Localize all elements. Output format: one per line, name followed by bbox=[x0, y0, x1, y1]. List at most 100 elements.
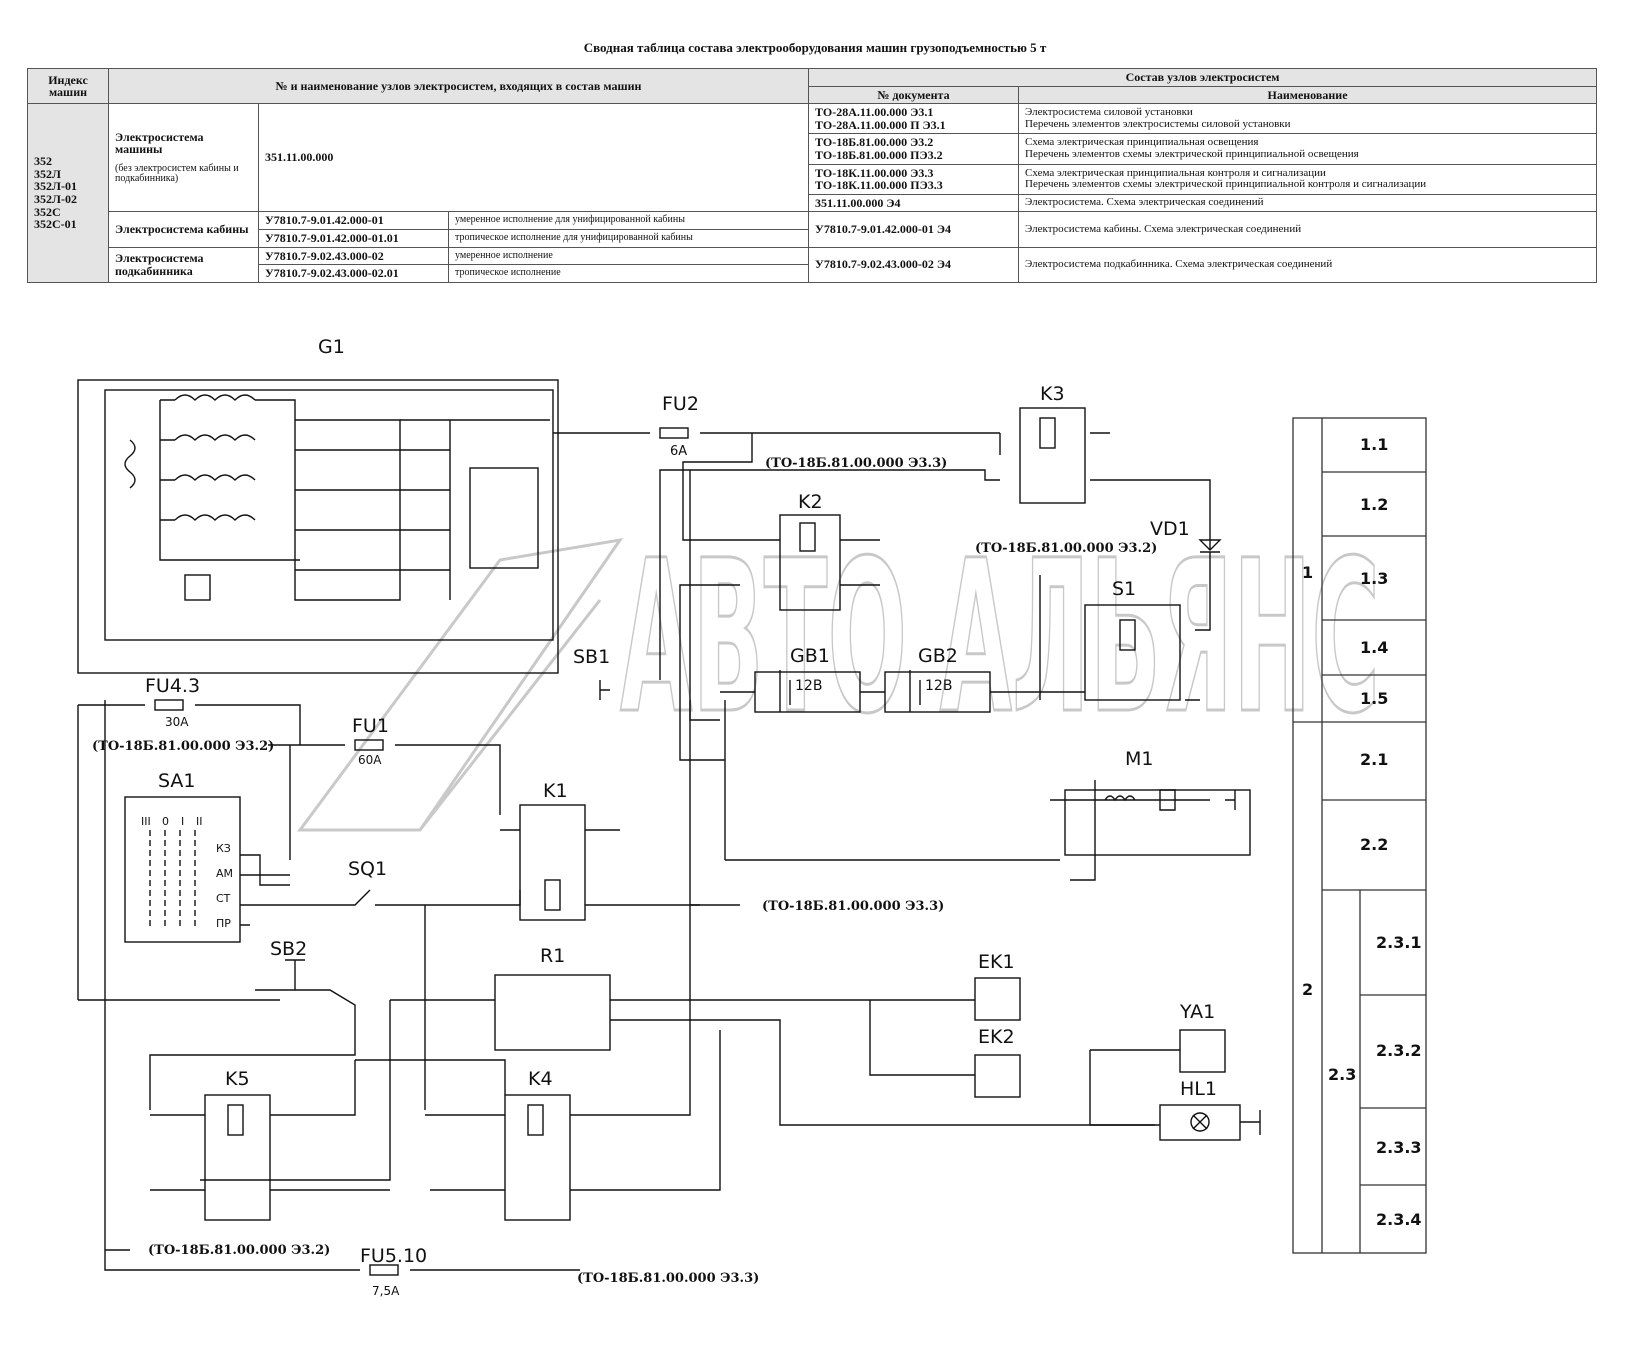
generator-frame bbox=[77, 379, 559, 674]
label-fu510: FU5.10 bbox=[360, 1245, 427, 1267]
cab-desc-1: умеренное исполнение для унифицированной… bbox=[447, 211, 810, 230]
sa1-pos-2: I bbox=[181, 815, 184, 828]
label-vd1: VD1 bbox=[1150, 518, 1190, 540]
label-sa1: SA1 bbox=[158, 770, 196, 792]
label-r1: R1 bbox=[540, 945, 565, 967]
sys-machine-note: (без электросистем кабины и подкабинника… bbox=[115, 162, 239, 185]
relay-k4-box bbox=[504, 1094, 571, 1221]
label-fu510-rating: 7,5А bbox=[372, 1284, 400, 1298]
label-s1: S1 bbox=[1112, 578, 1136, 600]
side-table bbox=[1292, 417, 1427, 1254]
label-m1: M1 bbox=[1125, 748, 1153, 770]
relay-k5-box bbox=[204, 1094, 271, 1221]
label-k2: K2 bbox=[798, 491, 823, 513]
header-index: Индекс машин bbox=[27, 67, 109, 105]
doc-2: ТО-18Б.81.00.000 Э3.2 ТО-18Б.81.00.000 П… bbox=[808, 133, 1020, 165]
heater-ek1-box bbox=[974, 977, 1021, 1021]
label-gb1-volt: 12В bbox=[795, 678, 822, 694]
under-code-2: У7810.7-9.02.43.000-02.01 bbox=[258, 264, 449, 283]
switch-sa1-box bbox=[124, 796, 241, 943]
label-ek1: EK1 bbox=[978, 951, 1015, 973]
side-row-2-3-4: 2.3.4 bbox=[1376, 1210, 1422, 1229]
doc-4: 351.11.00.000 Э4 bbox=[808, 193, 1020, 213]
sa1-contact-2: СТ bbox=[216, 892, 231, 905]
label-ek2: EK2 bbox=[978, 1026, 1015, 1048]
sa1-pos-3: II bbox=[196, 815, 203, 828]
side-row-1-3: 1.3 bbox=[1360, 569, 1388, 588]
name-2: Схема электрическая принципиальная освещ… bbox=[1018, 133, 1598, 165]
watermark: АВТО АЛЬЯНС bbox=[297, 514, 1382, 832]
label-gb2: GB2 bbox=[918, 645, 958, 667]
label-fu2: FU2 bbox=[662, 393, 699, 415]
resistor-r1-box bbox=[494, 974, 611, 1051]
label-fu2-rating: 6А bbox=[670, 444, 687, 459]
heater-ek2-box bbox=[974, 1054, 1021, 1098]
side-row-2-3-3: 2.3.3 bbox=[1376, 1138, 1422, 1157]
ref-e32-bottom: (ТО-18Б.81.00.000 Э3.2) bbox=[148, 1243, 330, 1258]
label-sb1: SB1 bbox=[573, 646, 610, 668]
label-gb2-volt: 12В bbox=[925, 678, 952, 694]
cab-code-2: У7810.7-9.01.42.000-01.01 bbox=[258, 228, 449, 248]
name-5: Электросистема кабины. Схема электрическ… bbox=[1018, 211, 1598, 248]
label-sq1: SQ1 bbox=[348, 858, 387, 880]
label-fu43-rating: 30А bbox=[165, 715, 189, 729]
side-row-2-3-2: 2.3.2 bbox=[1376, 1041, 1422, 1060]
side-group-2: 2 bbox=[1302, 980, 1313, 999]
sys-machine-cell: Электросистема машины (без электросистем… bbox=[108, 103, 259, 213]
starter-m1-box bbox=[1064, 789, 1251, 856]
relay-k1-box bbox=[519, 804, 586, 921]
side-row-2-2: 2.2 bbox=[1360, 835, 1388, 854]
side-group-1: 1 bbox=[1302, 563, 1313, 582]
label-gb1: GB1 bbox=[790, 645, 830, 667]
under-desc-1: умеренное исполнение bbox=[447, 246, 810, 266]
sa1-contact-0: КЗ bbox=[216, 842, 231, 855]
ref-e33-bottom: (ТО-18Б.81.00.000 Э3.3) bbox=[577, 1271, 759, 1286]
header-units: № и наименование узлов электросистем, вх… bbox=[107, 67, 810, 105]
label-hl1: HL1 bbox=[1180, 1078, 1217, 1100]
side-row-1-1: 1.1 bbox=[1360, 435, 1388, 454]
header-name: Наименование bbox=[1018, 85, 1598, 105]
label-k3: K3 bbox=[1040, 383, 1065, 405]
relay-k3-box bbox=[1019, 407, 1086, 504]
ref-e33-k3: (ТО-18Б.81.00.000 Э3.3) bbox=[765, 456, 947, 471]
sa1-pos-0: III bbox=[141, 815, 151, 828]
watermark-text: АВТО АЛЬЯНС bbox=[620, 515, 1380, 760]
relay-k2-box bbox=[779, 514, 841, 611]
switch-s1-box bbox=[1084, 604, 1181, 701]
label-k5: K5 bbox=[225, 1068, 250, 1090]
name-3: Схема электрическая принципиальная контр… bbox=[1018, 163, 1598, 195]
sys-machine: Электросистема машины bbox=[115, 129, 204, 157]
doc-3: ТО-18К.11.00.000 Э3.3 ТО-18К.11.00.000 П… bbox=[808, 163, 1020, 195]
side-row-2-3-1: 2.3.1 bbox=[1376, 933, 1422, 952]
ref-e33-k1: (ТО-18Б.81.00.000 Э3.3) bbox=[762, 899, 944, 914]
side-row-1-4: 1.4 bbox=[1360, 638, 1388, 657]
under-code-1: У7810.7-9.02.43.000-02 bbox=[258, 246, 449, 266]
label-k4: K4 bbox=[528, 1068, 553, 1090]
sa1-contact-1: АМ bbox=[216, 867, 233, 880]
doc-1: ТО-28А.11.00.000 Э3.1 ТО-28А.11.00.000 П… bbox=[808, 103, 1020, 135]
header-doc: № документа bbox=[808, 85, 1020, 105]
machine-index: 352 352Л 352Л-01 352Л-02 352С 352С-01 bbox=[27, 103, 109, 283]
side-row-2-1: 2.1 bbox=[1360, 750, 1388, 769]
page-title: Сводная таблица состава электрооборудова… bbox=[583, 40, 1047, 55]
ref-e32-fu43: (ТО-18Б.81.00.000 Э3.2) bbox=[92, 739, 274, 754]
name-4: Электросистема. Схема электрическая соед… bbox=[1018, 193, 1598, 213]
cab-code-1: У7810.7-9.01.42.000-01 bbox=[258, 211, 449, 230]
valve-ya1-box bbox=[1179, 1029, 1226, 1073]
label-ya1: YA1 bbox=[1179, 1001, 1215, 1023]
label-sb2: SB2 bbox=[270, 938, 307, 960]
wiring bbox=[77, 379, 1261, 1276]
sys-cab: Электросистема кабины bbox=[108, 211, 259, 248]
label-fu43: FU4.3 bbox=[145, 675, 200, 697]
name-6: Электросистема подкабинника. Схема элект… bbox=[1018, 246, 1598, 283]
label-fu1: FU1 bbox=[352, 715, 389, 737]
header-composition: Состав узлов электросистем bbox=[808, 68, 1598, 87]
side-row-1-2: 1.2 bbox=[1360, 495, 1388, 514]
sys-machine-code: 351.11.00.000 bbox=[257, 103, 810, 213]
cab-desc-2: тропическое исполнение для унифицированн… bbox=[447, 228, 810, 248]
regulator-box bbox=[469, 467, 539, 569]
label-fu1-rating: 60А bbox=[358, 753, 382, 767]
rectifier-frame bbox=[104, 389, 554, 641]
sys-under: Электросистема подкабинника bbox=[108, 246, 259, 283]
ref-e32-k3: (ТО-18Б.81.00.000 Э3.2) bbox=[975, 541, 1157, 556]
